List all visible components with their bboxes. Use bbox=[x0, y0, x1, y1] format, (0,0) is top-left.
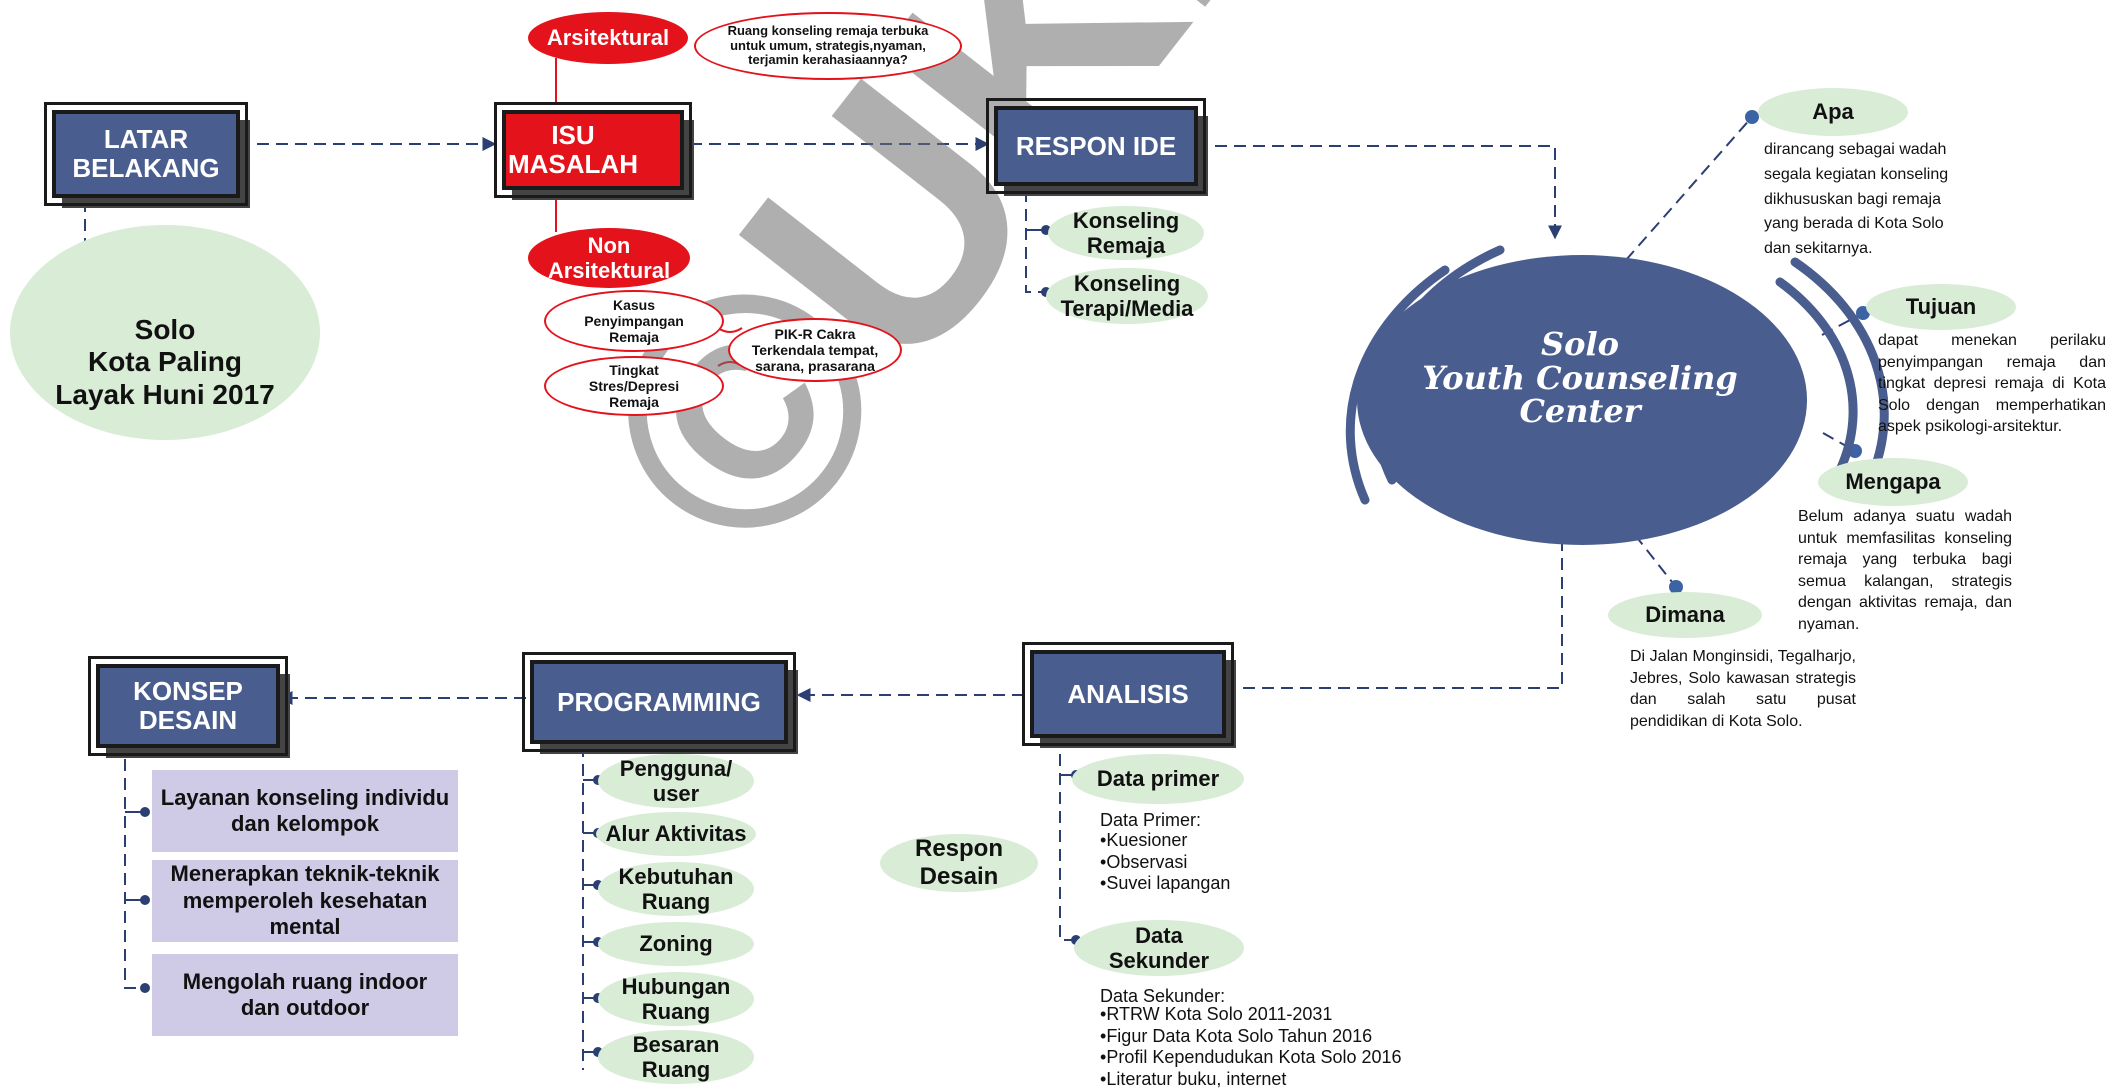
center-ellipse bbox=[1357, 255, 1807, 545]
programming-item: Hubungan Ruang bbox=[598, 972, 754, 1026]
arsitektural-pill: Arsitektural bbox=[528, 12, 688, 64]
latar-belakang-box: LATAR BELAKANG bbox=[44, 102, 248, 206]
list-item: Suvei lapangan bbox=[1100, 873, 1230, 895]
respon-desain: Respon Desain bbox=[880, 834, 1038, 892]
konsep-desain-box: KONSEP DESAIN bbox=[88, 656, 288, 756]
konseling-terapi-media: Konseling Terapi/Media bbox=[1046, 268, 1208, 324]
konsep-item: Mengolah ruang indoor dan outdoor bbox=[152, 954, 458, 1036]
tujuan-text: dapat menekan perilaku penyimpangan rema… bbox=[1878, 332, 2106, 436]
data-sekunder-heading: Data Sekunder: bbox=[1100, 986, 1226, 1006]
konseling-remaja: Konseling Remaja bbox=[1048, 206, 1204, 260]
programming-item: Pengguna/ user bbox=[598, 754, 754, 808]
solo-kota-layak-huni: Solo Kota Paling Layak Huni 2017 bbox=[10, 225, 320, 440]
list-item: Observasi bbox=[1100, 852, 1230, 874]
dimana-label: Dimana bbox=[1608, 592, 1762, 638]
programming-item: Alur Aktivitas bbox=[596, 812, 756, 856]
list-item: RTRW Kota Solo 2011-2031 bbox=[1100, 1004, 1402, 1026]
kasus-penyimpangan-oval: Kasus Penyimpangan Remaja bbox=[544, 290, 724, 352]
programming-item: Besaran Ruang bbox=[598, 1030, 754, 1084]
programming-item: Zoning bbox=[598, 922, 754, 966]
data-primer-label: Data primer bbox=[1072, 754, 1244, 804]
konsep-item: Menerapkan teknik-teknik memperoleh kese… bbox=[152, 860, 458, 942]
data-sekunder-label: Data Sekunder bbox=[1074, 920, 1244, 976]
list-item: Kuesioner bbox=[1100, 830, 1230, 852]
pikr-cakra-oval: PIK-R Cakra Terkendala tempat, sarana, p… bbox=[728, 318, 902, 382]
apa-text: dirancang sebagai wadah segala kegiatan … bbox=[1764, 141, 1949, 258]
list-item: Profil Kependudukan Kota Solo 2016 bbox=[1100, 1047, 1401, 1069]
dimana-text: Di Jalan Monginsidi, Tegalharjo, Jebres,… bbox=[1630, 648, 1856, 730]
analisis-box: ANALISIS bbox=[1022, 642, 1234, 746]
list-item: Literatur buku, internet bbox=[1100, 1069, 1402, 1090]
konsep-item: Layanan konseling individu dan kelompok bbox=[152, 770, 458, 852]
tujuan-label: Tujuan bbox=[1866, 284, 2016, 330]
programming-box: PROGRAMMING bbox=[522, 652, 796, 752]
apa-label: Apa bbox=[1758, 88, 1908, 136]
tingkat-stres-oval: Tingkat Stres/Depresi Remaja bbox=[544, 356, 724, 416]
respon-ide-box: RESPON IDE bbox=[986, 98, 1206, 194]
non-arsitektural-pill: Non Arsitektural bbox=[528, 228, 690, 288]
isu-masalah-box: ISU MASALAH bbox=[494, 102, 692, 198]
mengapa-text: Belum adanya suatu wadah untuk memfasili… bbox=[1798, 508, 2012, 633]
data-primer-list: Kuesioner Observasi Suvei lapangan bbox=[1100, 830, 1230, 895]
mengapa-label: Mengapa bbox=[1818, 458, 1968, 506]
data-primer-heading: Data Primer: bbox=[1100, 810, 1202, 830]
data-sekunder-list: RTRW Kota Solo 2011-2031 Figur Data Kota… bbox=[1100, 1004, 1402, 1090]
arsitektural-note: Ruang konseling remaja terbuka untuk umu… bbox=[694, 12, 962, 80]
center-title: Solo Youth Counseling Center bbox=[1422, 325, 1738, 431]
list-item: Figur Data Kota Solo Tahun 2016 bbox=[1100, 1026, 1402, 1048]
programming-item: Kebutuhan Ruang bbox=[598, 862, 754, 916]
